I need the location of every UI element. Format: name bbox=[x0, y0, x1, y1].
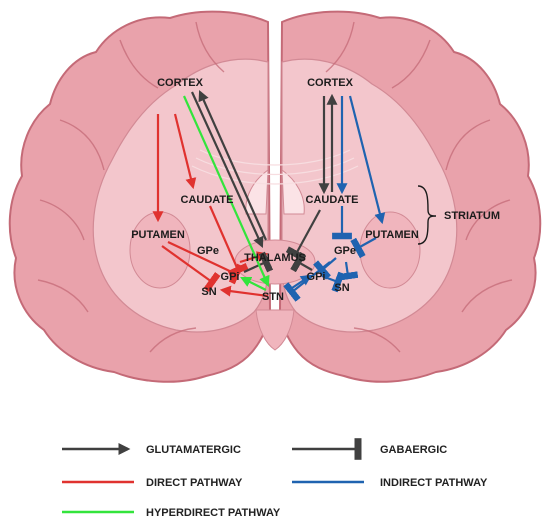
legend-glutamatergic-label: GLUTAMATERGIC bbox=[146, 444, 241, 456]
pathway-arrows bbox=[152, 89, 386, 302]
legend-indirect: INDIRECT PATHWAY bbox=[292, 477, 488, 489]
label-thalamus: THALAMUS bbox=[244, 252, 306, 264]
legend-gabaergic: GABAERGIC bbox=[292, 438, 447, 460]
label-caudate-left: CAUDATE bbox=[181, 194, 234, 206]
label-caudate-right: CAUDATE bbox=[306, 194, 359, 206]
label-gpi-left: GPi bbox=[221, 271, 240, 283]
label-sn-left: SN bbox=[201, 286, 216, 298]
indirect-cortex-to-putamen bbox=[348, 95, 386, 225]
label-putamen-right: PUTAMEN bbox=[365, 229, 419, 241]
label-striatum: STRIATUM bbox=[444, 210, 500, 222]
brainstem bbox=[255, 309, 295, 351]
label-cortex-left: CORTEX bbox=[157, 77, 204, 89]
label-putamen-left: PUTAMEN bbox=[131, 229, 185, 241]
indirect-gpi-to-sn bbox=[321, 271, 345, 293]
label-sn-right: SN bbox=[334, 282, 349, 294]
gaba-gpi-to-thalamus bbox=[243, 251, 274, 274]
hyperdirect-stn-to-gpi bbox=[240, 277, 267, 291]
legend-gabaergic-label: GABAERGIC bbox=[380, 444, 447, 456]
glut-thalamus-to-cortex bbox=[198, 89, 268, 241]
indirect-gpe-to-sn bbox=[337, 261, 359, 281]
indirect-stn-to-gpi bbox=[291, 274, 312, 289]
direct-cortex-to-caudate bbox=[173, 113, 197, 190]
gaba-right-gpi-to-thalamus bbox=[290, 251, 313, 273]
legend-hyperdirect-label: HYPERDIRECT PATHWAY bbox=[146, 507, 281, 519]
legend-indirect-label: INDIRECT PATHWAY bbox=[380, 477, 488, 489]
glut-cortex-to-thalamus bbox=[190, 91, 264, 249]
left-putamen-shape bbox=[129, 211, 191, 289]
hyperdirect-cortex-to-stn bbox=[182, 95, 270, 288]
direct-putamen-to-sn bbox=[161, 245, 221, 292]
direct-stn-to-sn bbox=[219, 285, 269, 298]
direct-putamen-to-gpi bbox=[167, 241, 244, 285]
label-gpe-left: GPe bbox=[197, 245, 219, 257]
indirect-putamen-to-gpe bbox=[350, 237, 377, 259]
gaba-right-caudate-to-thalamus bbox=[285, 209, 321, 262]
legend-direct: DIRECT PATHWAY bbox=[62, 477, 243, 489]
legend-direct-label: DIRECT PATHWAY bbox=[146, 477, 243, 489]
direct-caudate-to-gpi bbox=[208, 205, 249, 277]
right-putamen-shape bbox=[359, 211, 421, 289]
label-stn: STN bbox=[262, 291, 284, 303]
legend-hyperdirect: HYPERDIRECT PATHWAY bbox=[62, 507, 281, 519]
label-cortex-right: CORTEX bbox=[307, 77, 354, 89]
label-gpe-right: GPe bbox=[334, 245, 356, 257]
legend: GLUTAMATERGIC GABAERGIC DIRECT PATHWAY I… bbox=[62, 438, 488, 519]
legend-glutamatergic: GLUTAMATERGIC bbox=[62, 443, 241, 456]
label-gpi-right: GPi bbox=[307, 271, 326, 283]
structure-labels: CORTEX CORTEX CAUDATE CAUDATE PUTAMEN PU… bbox=[131, 77, 500, 303]
brain-illustration bbox=[8, 10, 542, 383]
striatum-bracket bbox=[417, 185, 437, 245]
